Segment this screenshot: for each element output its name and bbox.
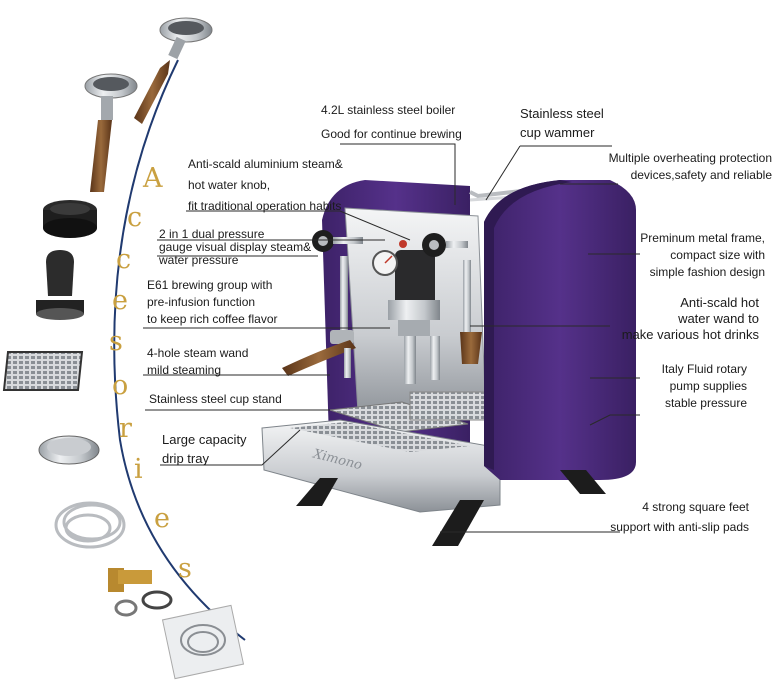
portafilter-icon [134,17,213,124]
leader-lines [143,143,640,533]
accessories-letter: r [119,413,132,444]
accessories-letter: s [178,553,192,584]
hot-water-wand [460,260,482,364]
portafilter-icon [84,73,138,192]
right-side-panel [484,180,636,480]
accessories-letter: s [109,326,123,357]
pressure-gauge [372,240,407,276]
water-knob [422,233,468,257]
tamper-icon [36,250,84,320]
accessories-letter: e [154,503,170,534]
brass-fitting-icon [108,568,173,617]
foot [432,500,484,546]
accessories-letter: c [116,244,132,275]
accessories-letter: e [112,285,128,316]
knob-callout: Anti-scald aluminium steam&hot water kno… [188,157,343,213]
accessories-letter: c [127,202,143,233]
foot [296,478,338,506]
e61-group-head [388,250,440,384]
blind-basket-icon [38,435,100,465]
dosing-cup-icon [43,200,97,238]
accessories-letter: A [143,163,163,194]
accessories-arc [113,59,246,641]
packed-hose-icon [161,604,245,680]
accessories-letter: o [112,370,129,401]
accessories-letter: i [134,454,143,485]
steam-wand [282,256,356,378]
hose-icon [54,501,126,549]
cup-stand-callout: Stainless steel cup stand [149,392,282,406]
foot [560,470,606,494]
drip-grate-icon [2,351,84,391]
cup-stand [329,401,469,433]
